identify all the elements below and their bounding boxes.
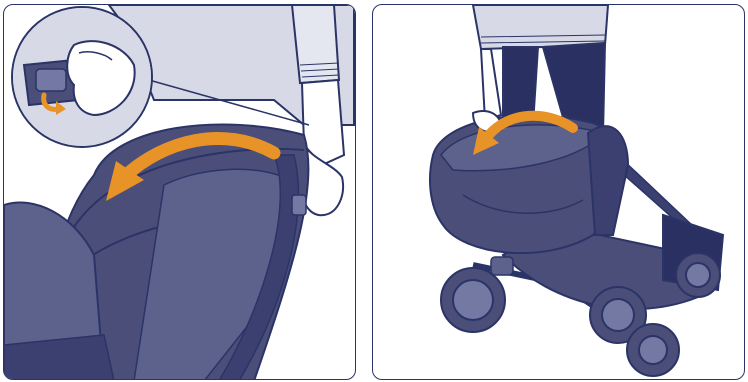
wheel-hub [491,257,513,275]
wheel-rear [676,253,720,297]
instruction-panel-right [372,4,745,380]
callout-release-button [36,69,66,91]
seat-handlebar [588,126,628,235]
release-button [292,195,306,215]
wheel-back [627,324,679,376]
wheel-front-left [441,268,505,332]
person-arm [481,49,501,120]
canopy-fold-illustration [4,5,356,380]
stroller-fold-illustration [373,5,745,380]
instruction-panel-left [3,4,356,380]
shirt-sleeve [292,5,339,83]
